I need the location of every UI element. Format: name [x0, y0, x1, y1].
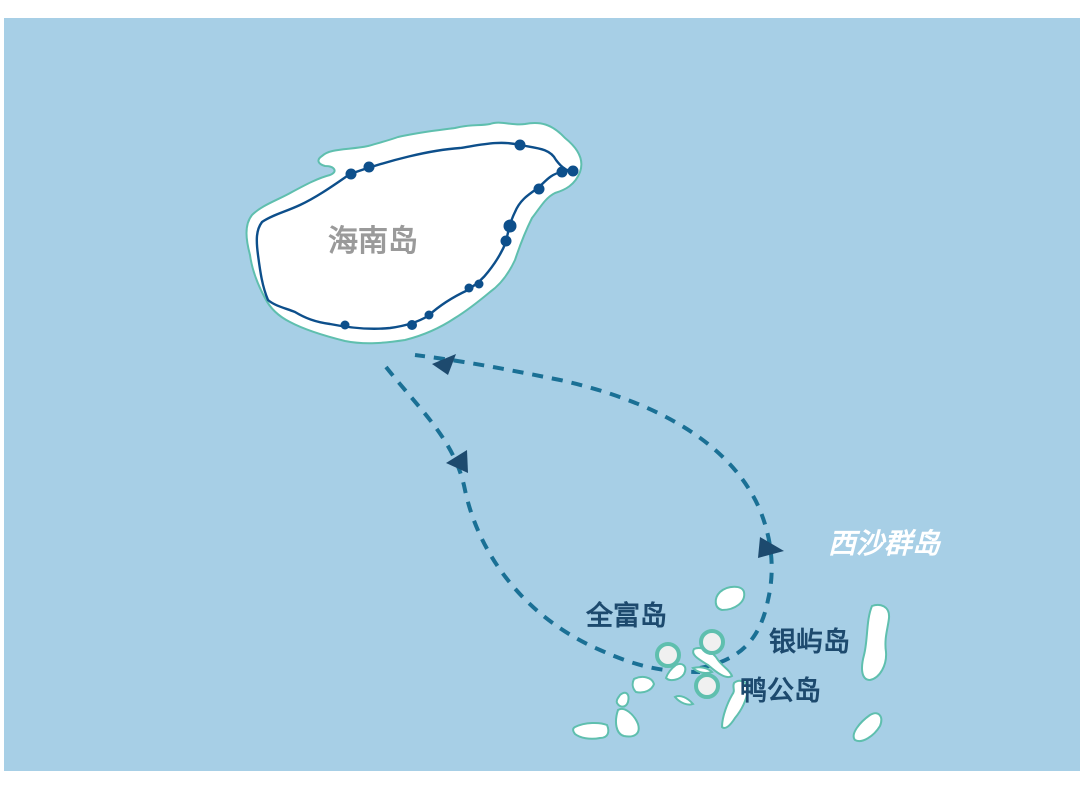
- islet: [615, 691, 630, 708]
- map-canvas: 海南岛 西沙群岛 全富岛 银屿岛 鸭公岛: [4, 18, 1080, 771]
- station-dot[interactable]: [503, 219, 517, 233]
- station-dot[interactable]: [474, 279, 484, 289]
- station-dot[interactable]: [345, 168, 357, 180]
- railway-stations: [340, 139, 579, 330]
- station-dot[interactable]: [514, 139, 526, 151]
- hainan-landmass: [245, 121, 583, 345]
- station-dot[interactable]: [340, 320, 350, 330]
- station-dot[interactable]: [407, 320, 417, 330]
- station-dot[interactable]: [533, 183, 545, 195]
- route-outbound: [384, 365, 701, 674]
- port-quanfu-marker[interactable]: [655, 642, 681, 668]
- port-markers: [655, 629, 725, 699]
- ferry-routes: [384, 353, 784, 674]
- station-dot[interactable]: [464, 283, 474, 293]
- arrow-outbound-icon: [446, 450, 468, 473]
- station-dot[interactable]: [500, 235, 512, 247]
- yagong-label: 鸭公岛: [740, 675, 821, 707]
- islet: [631, 675, 656, 694]
- yinyu-label: 银屿岛: [769, 626, 850, 658]
- station-dot[interactable]: [363, 161, 375, 173]
- station-dot[interactable]: [556, 166, 568, 178]
- quanfu-label: 全富岛: [585, 600, 667, 632]
- islet: [615, 708, 640, 738]
- islet: [572, 721, 610, 740]
- arrow-return-bottom-icon: [758, 537, 784, 558]
- islet: [673, 694, 695, 706]
- islet: [861, 603, 891, 682]
- station-dot[interactable]: [424, 310, 434, 320]
- port-yinyu-marker[interactable]: [699, 629, 725, 655]
- station-dot[interactable]: [567, 165, 579, 177]
- xisha-islands: [572, 585, 891, 742]
- islet: [664, 663, 687, 682]
- islet: [714, 585, 746, 612]
- islet: [720, 679, 750, 729]
- hainan-island: 海南岛: [245, 121, 583, 345]
- xisha-label: 西沙群岛: [828, 527, 942, 560]
- islet: [691, 666, 714, 674]
- arrow-return-top-icon: [432, 354, 456, 375]
- islet: [852, 712, 883, 742]
- hainan-label: 海南岛: [328, 224, 418, 259]
- port-yagong-marker[interactable]: [694, 673, 720, 699]
- route-return: [414, 353, 774, 670]
